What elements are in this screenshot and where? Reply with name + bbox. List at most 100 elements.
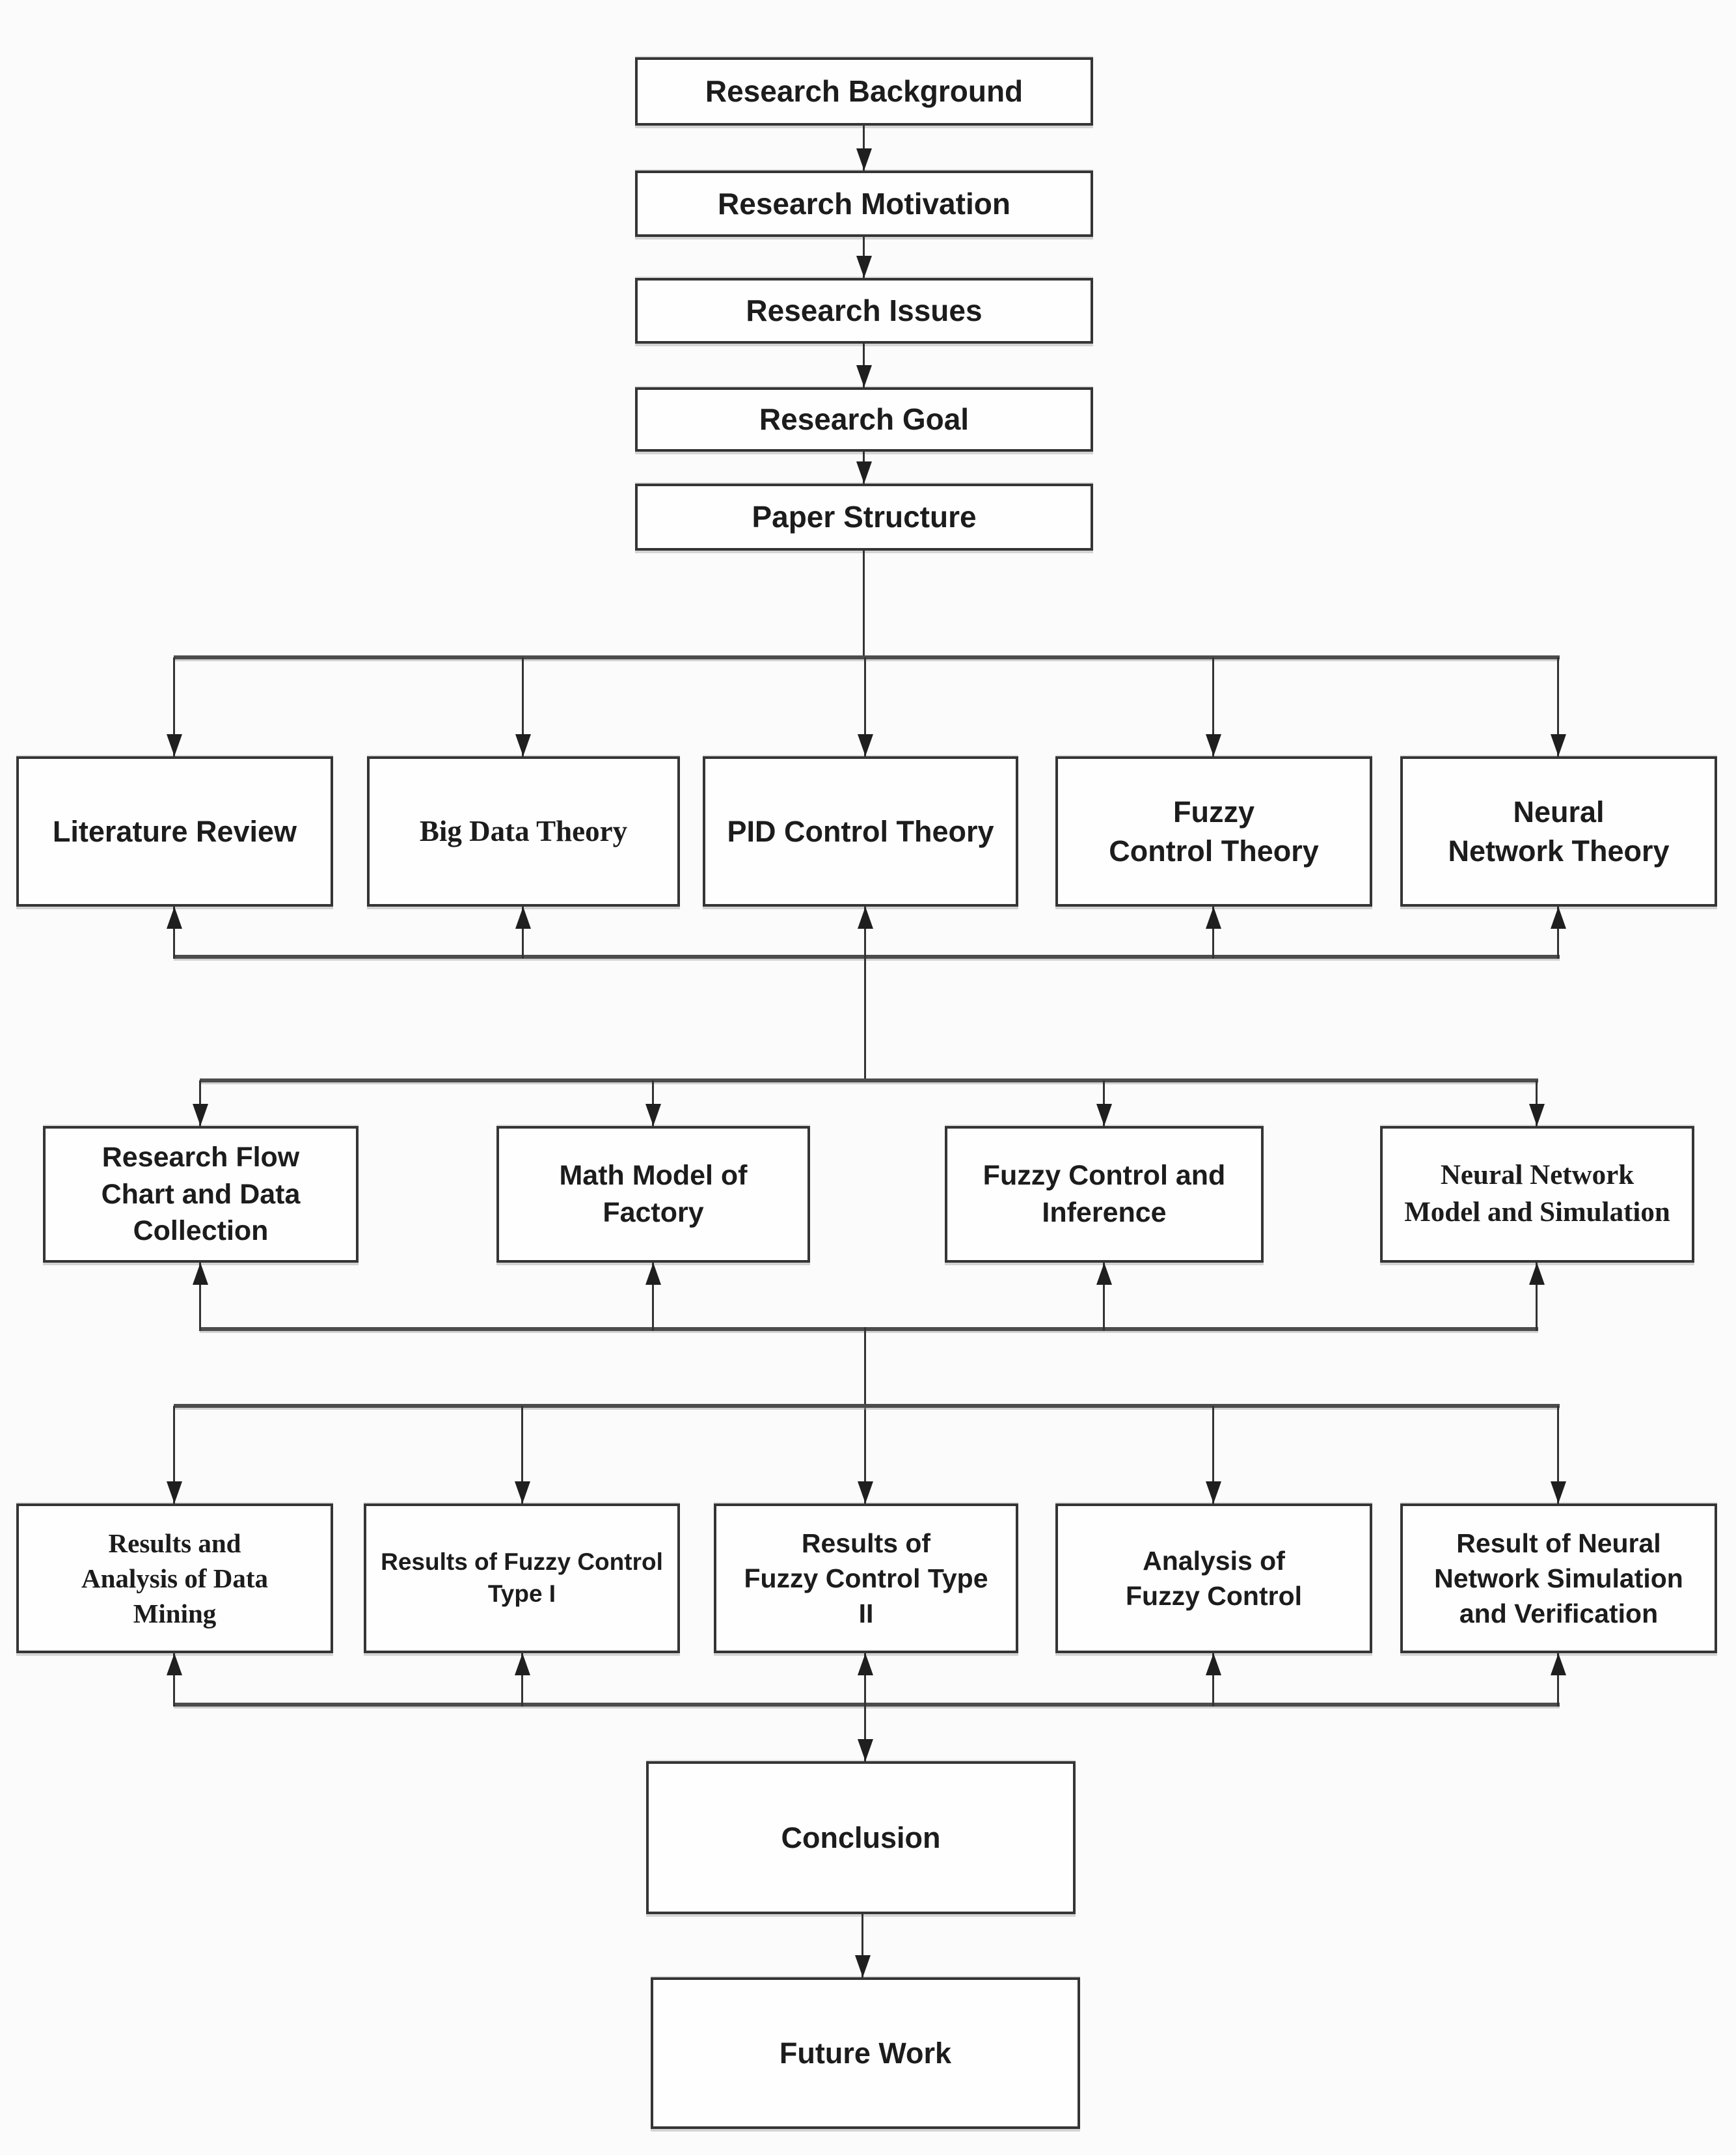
arrowhead-up <box>1096 1263 1112 1285</box>
flow-line-vertical-trunk <box>864 907 866 1082</box>
node-label: Conclusion <box>781 1820 941 1854</box>
flow-line-vertical-trunk <box>864 1653 866 1761</box>
flow-line-vertical-trunk <box>864 1327 866 1503</box>
arrowhead-up <box>645 1263 661 1285</box>
flow-line-vertical <box>652 1080 654 1126</box>
arrowhead-down <box>167 734 182 756</box>
arrowhead-up <box>515 907 531 929</box>
flow-line-vertical <box>173 907 175 959</box>
flow-line-vertical <box>863 126 865 171</box>
flow-line-vertical <box>1536 1263 1538 1331</box>
arrowhead-down <box>856 365 872 387</box>
flow-line-vertical <box>863 551 865 657</box>
flow-line-vertical <box>1103 1080 1105 1126</box>
node-label: PID Control Theory <box>727 814 994 848</box>
flow-line-vertical <box>199 1263 201 1331</box>
flow-line-vertical <box>521 1653 523 1707</box>
flow-line-vertical <box>861 1914 863 1977</box>
flow-line-vertical <box>1557 1653 1559 1707</box>
flow-line-vertical <box>199 1080 201 1126</box>
arrowhead-down <box>515 1481 530 1503</box>
node-future-work: Future Work <box>651 1977 1080 2129</box>
arrowhead-down <box>167 1481 182 1503</box>
arrowhead-down <box>856 461 872 484</box>
flow-line-vertical <box>864 657 866 756</box>
feedback-line <box>200 1327 1538 1331</box>
node-label: Research Issues <box>746 294 983 328</box>
flow-line-vertical <box>1557 1406 1559 1503</box>
arrowhead-up <box>1551 907 1566 929</box>
flow-line-vertical <box>522 657 524 756</box>
node-label: Future Work <box>779 2036 952 2070</box>
arrowhead-down <box>858 734 873 756</box>
node-label: Research Goal <box>759 402 970 437</box>
flow-line-vertical <box>521 1406 523 1503</box>
arrowhead-down <box>1206 734 1221 756</box>
flow-line-vertical <box>1536 1080 1538 1126</box>
arrowhead-down <box>645 1104 661 1126</box>
arrowhead-down <box>1096 1104 1112 1126</box>
arrowhead-down <box>515 734 531 756</box>
arrowhead-down <box>193 1104 208 1126</box>
node-label: Research Motivation <box>718 186 1010 221</box>
arrowhead-up <box>167 1653 182 1675</box>
arrowhead-down <box>1551 1481 1566 1503</box>
flow-line-vertical <box>522 907 524 959</box>
arrowhead-up <box>515 1653 530 1675</box>
node-label: Literature Review <box>52 814 297 848</box>
node-research-motivation: Research Motivation <box>635 171 1093 237</box>
arrowhead-up <box>858 907 873 929</box>
arrowhead-down <box>855 1955 871 1977</box>
node-big-data-theory: Big Data Theory <box>367 756 680 907</box>
flow-line-vertical <box>173 1653 175 1707</box>
feedback-line <box>174 955 1560 959</box>
node-research-background: Research Background <box>635 57 1093 126</box>
node-research-issues: Research Issues <box>635 278 1093 344</box>
arrowhead-up <box>193 1263 208 1285</box>
arrowhead-up <box>167 907 182 929</box>
arrowhead-up <box>858 1653 873 1675</box>
flow-line-vertical <box>1212 1653 1214 1707</box>
node-label: Paper Structure <box>752 500 977 534</box>
node-conclusion: Conclusion <box>646 1761 1076 1914</box>
flow-line-vertical <box>173 1406 175 1503</box>
arrowhead-up <box>1529 1263 1545 1285</box>
arrowhead-down <box>856 148 872 171</box>
node-pid-control-theory: PID Control Theory <box>703 756 1018 907</box>
flow-line-vertical <box>1212 1406 1214 1503</box>
branch-line <box>200 1078 1538 1082</box>
arrowhead-down <box>1551 734 1566 756</box>
flow-line-vertical <box>1212 907 1214 959</box>
node-literature-review: Literature Review <box>16 756 333 907</box>
arrowhead-down <box>1206 1481 1221 1503</box>
flow-line-vertical <box>173 657 175 756</box>
arrowhead-down <box>856 256 872 278</box>
arrowhead-down <box>858 1739 873 1761</box>
branch-line <box>174 1404 1560 1408</box>
flow-line-vertical <box>1557 657 1559 756</box>
feedback-line <box>174 1703 1560 1707</box>
flow-line-vertical <box>1103 1263 1105 1331</box>
arrowhead-down <box>1529 1104 1545 1126</box>
